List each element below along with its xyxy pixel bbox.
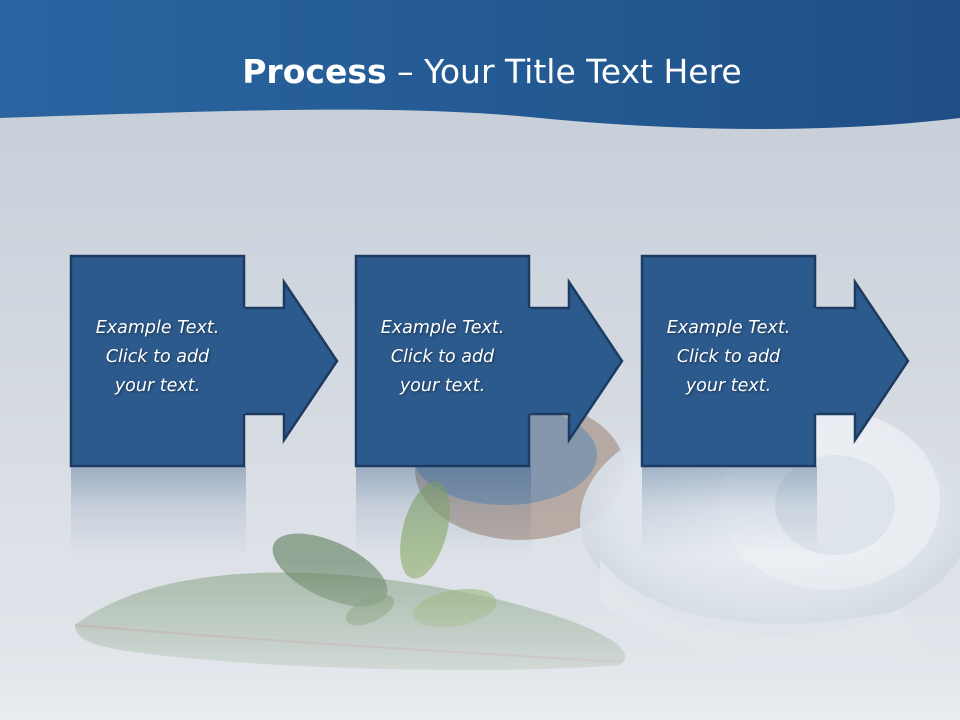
process-step-1[interactable]: Example Text. Click to add your text. xyxy=(69,254,341,556)
step-text-line: Example Text. xyxy=(380,318,505,338)
step-reflection xyxy=(71,466,246,556)
step-shape xyxy=(354,254,624,468)
step-shape xyxy=(640,254,910,468)
step-text-line: Example Text. xyxy=(95,318,220,338)
step-text-line: Click to add xyxy=(105,347,210,367)
step-text-line: your text. xyxy=(685,376,772,396)
step-reflection xyxy=(356,466,531,556)
slide-title[interactable]: Process – Your Title Text Here xyxy=(0,52,960,91)
title-rest: – Your Title Text Here xyxy=(386,52,742,91)
process-step-2[interactable]: Example Text. Click to add your text. xyxy=(354,254,626,556)
step-text-line: your text. xyxy=(399,376,486,396)
step-shape xyxy=(69,254,339,468)
step-text-line: Click to add xyxy=(390,347,495,367)
process-step-3[interactable]: Example Text. Click to add your text. xyxy=(640,254,912,556)
step-reflection xyxy=(642,466,817,556)
step-text[interactable]: Example Text. Click to add your text. xyxy=(642,314,815,401)
step-text[interactable]: Example Text. Click to add your text. xyxy=(71,314,244,401)
step-text-line: Click to add xyxy=(676,347,781,367)
title-bold: Process xyxy=(242,52,387,91)
step-text-line: Example Text. xyxy=(666,318,791,338)
step-text[interactable]: Example Text. Click to add your text. xyxy=(356,314,529,401)
step-text-line: your text. xyxy=(114,376,201,396)
header-band xyxy=(0,0,960,129)
